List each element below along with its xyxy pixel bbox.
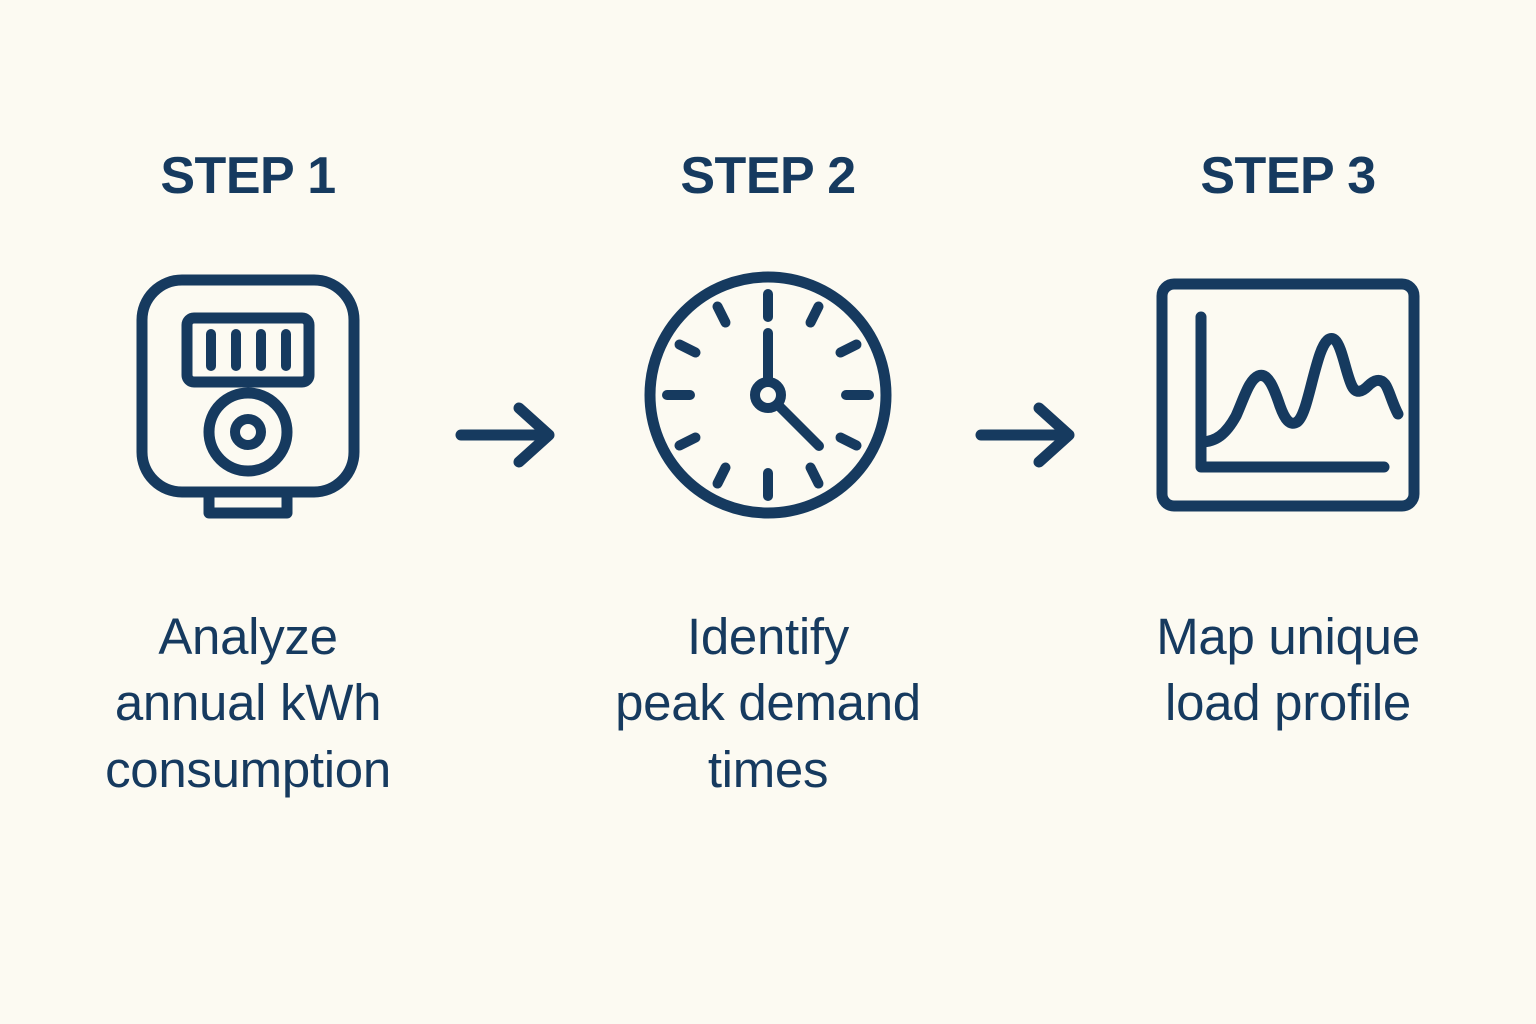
caption-line: Map unique: [1156, 608, 1420, 665]
step-caption-2: Identify peak demand times: [615, 604, 921, 803]
caption-line: peak demand: [615, 674, 921, 732]
step-heading-3: STEP 3: [1200, 147, 1376, 205]
caption-line: annual kWh: [114, 674, 382, 732]
step-heading-1: STEP 1: [160, 147, 336, 205]
step-heading-2: STEP 2: [680, 147, 856, 205]
connector-1: [443, 150, 573, 470]
load-profile-chart-icon: [1154, 270, 1422, 520]
step-column-2: STEP 2: [573, 150, 963, 803]
step-caption-1: Analyze annual kWh consumption: [105, 604, 391, 803]
step-column-1: STEP 1: [53, 150, 443, 803]
caption-line: load profile: [1165, 674, 1411, 732]
caption-line: times: [707, 740, 829, 798]
step-column-3: STEP 3 Map unique load profile: [1093, 150, 1483, 737]
caption-line: consumption: [105, 740, 391, 798]
steps-row: STEP 1: [68, 150, 1468, 803]
clock-icon: [643, 270, 893, 520]
step-caption-3: Map unique load profile: [1156, 604, 1420, 737]
connector-2: [963, 150, 1093, 470]
electric-meter-icon: [132, 270, 364, 520]
caption-line: Analyze: [158, 608, 338, 665]
arrow-right-icon: [975, 402, 1075, 468]
arrow-right-icon: [455, 402, 555, 468]
caption-line: Identify: [686, 608, 849, 665]
